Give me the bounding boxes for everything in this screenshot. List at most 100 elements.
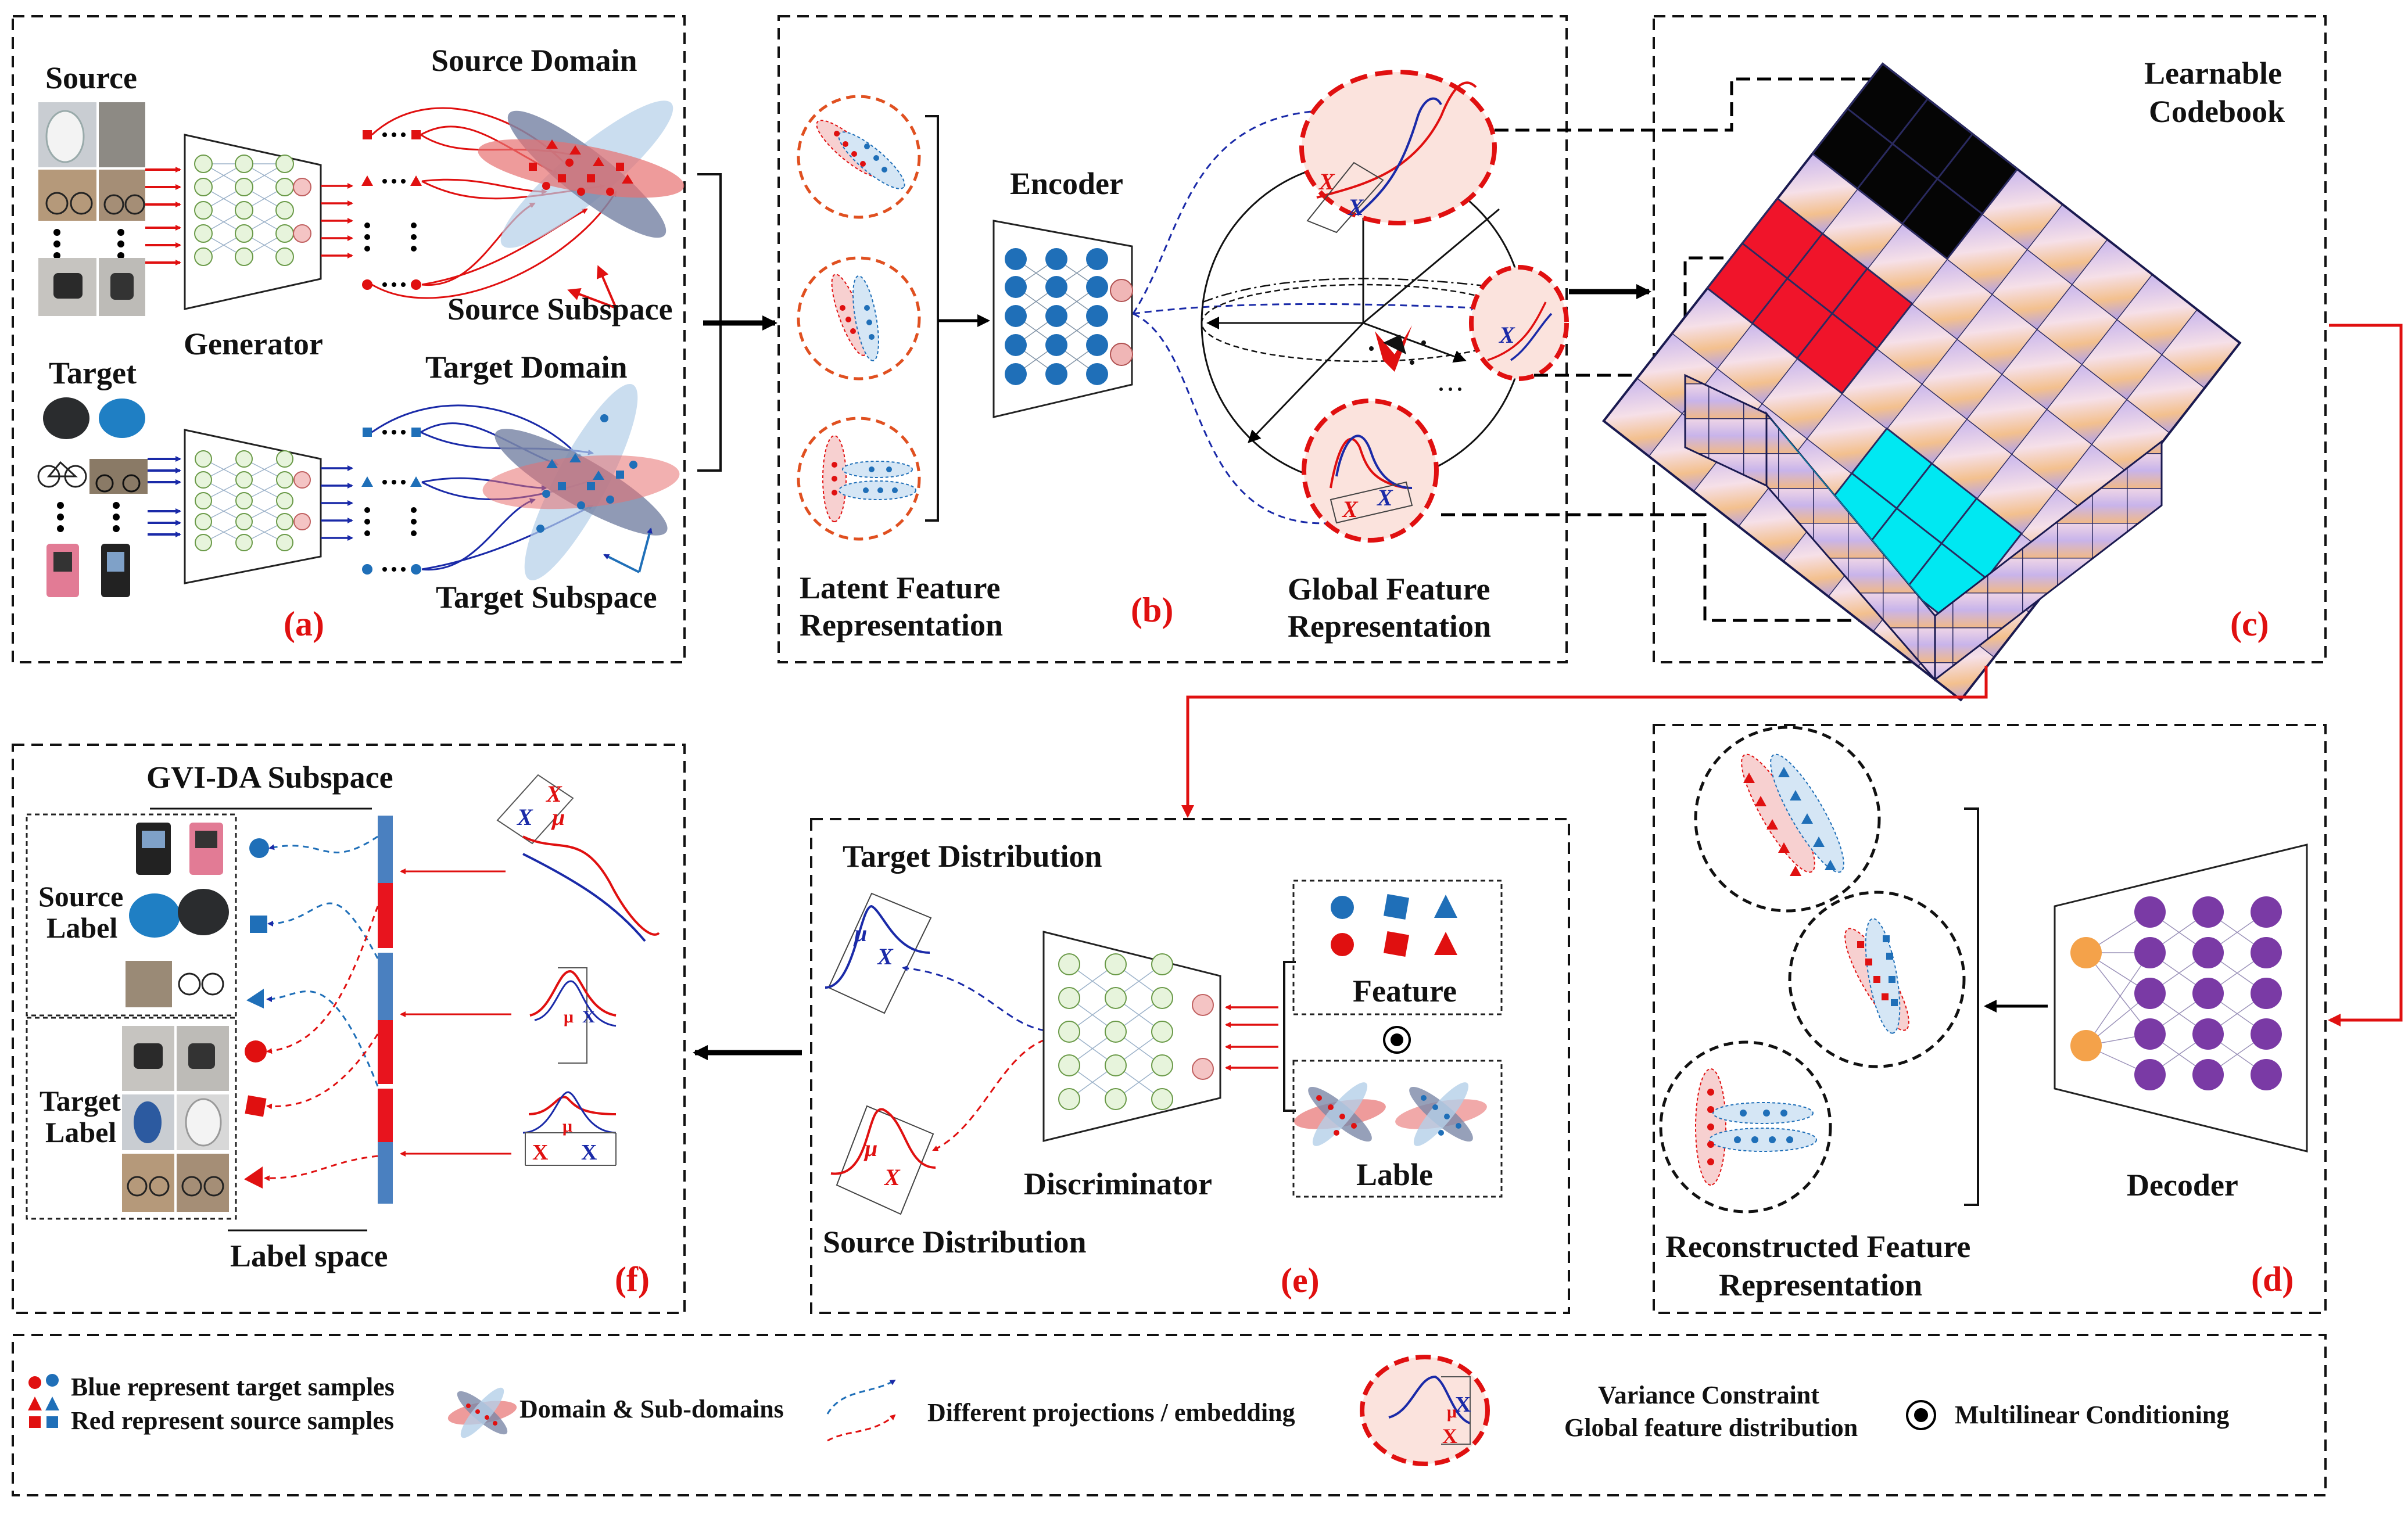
lable-text: Lable bbox=[1356, 1157, 1433, 1192]
global-text-1: Global Feature bbox=[1288, 572, 1490, 606]
codebook-title-2: Codebook bbox=[2149, 94, 2285, 129]
latent-bracket bbox=[925, 115, 939, 522]
label-markers bbox=[244, 838, 269, 1189]
legend-mu: μ bbox=[1447, 1402, 1457, 1422]
legend-x-t: X bbox=[1455, 1392, 1471, 1417]
recon-text-1: Reconstructed Feature bbox=[1665, 1229, 1970, 1264]
source-image-mouse-2 bbox=[99, 102, 145, 167]
f2-x: X bbox=[582, 1007, 595, 1026]
target-dist-curve: μ X bbox=[825, 892, 932, 1014]
f-gauss-2: μ X bbox=[529, 967, 617, 1064]
label-space-bar bbox=[378, 816, 393, 1204]
f-gauss-1: X X μ bbox=[496, 774, 660, 942]
target-domain-ellipses bbox=[482, 383, 680, 581]
legend-multilinear-text: Multilinear Conditioning bbox=[1955, 1401, 2229, 1429]
target-image-mouse-blue bbox=[99, 399, 145, 438]
feature-bracket bbox=[1283, 961, 1296, 1112]
encoder-net bbox=[992, 220, 1133, 418]
latent-feature-circles bbox=[797, 95, 921, 541]
top-x-s1: X bbox=[1318, 168, 1335, 195]
latent-clusters bbox=[816, 120, 916, 522]
source-dist-curve: μ X bbox=[830, 1105, 936, 1215]
source-domain-text: Source Domain bbox=[431, 43, 637, 78]
top-x-t1: X bbox=[1347, 194, 1364, 220]
source-subspace-text: Source Subspace bbox=[447, 292, 673, 326]
target-sample-rows bbox=[361, 428, 422, 575]
reconstructed-circles bbox=[1659, 726, 1966, 1214]
panel-f-frame bbox=[12, 744, 686, 1314]
panel-c-letter: (c) bbox=[2230, 605, 2269, 643]
panel-c-frame bbox=[1653, 15, 2327, 663]
decoder-net bbox=[2054, 843, 2308, 1153]
target-label-text-1: Target bbox=[40, 1085, 121, 1117]
legend-projection-icon bbox=[826, 1379, 896, 1442]
lable-box bbox=[1292, 1060, 1503, 1198]
f1-x-s: X bbox=[545, 781, 562, 807]
global-gauss-right: X bbox=[1469, 265, 1569, 381]
target-label-box bbox=[26, 1017, 237, 1220]
legend-variance-text-2: Global feature distribution bbox=[1564, 1413, 1858, 1442]
target-text: Target bbox=[49, 356, 137, 390]
panel-f: GVI-DA Subspace Source Label Target Labe… bbox=[26, 760, 660, 1298]
latent-text-1: Latent Feature bbox=[800, 570, 1000, 605]
panel-a-letter: (a) bbox=[284, 605, 324, 643]
source-subspace-axes bbox=[567, 265, 617, 309]
cube-bottom-right-face bbox=[1934, 439, 2163, 682]
legend-projections-text: Different projections / embedding bbox=[927, 1398, 1295, 1427]
reconstructed-clusters bbox=[1695, 753, 1909, 1186]
connectors-red bbox=[1181, 324, 2403, 1026]
legend: Blue represent target samples Red repres… bbox=[28, 1355, 2229, 1466]
bottom-x-s2: X bbox=[1341, 496, 1359, 522]
source-domain-ellipses bbox=[478, 100, 685, 248]
f3-mu: μ bbox=[562, 1117, 572, 1136]
legend-x-s: X bbox=[1442, 1424, 1457, 1448]
f-gauss-3: μ X X bbox=[522, 1091, 617, 1166]
codebook-cube bbox=[1601, 62, 2242, 702]
target-subspace-axes bbox=[603, 527, 653, 573]
feature-shapes bbox=[1331, 893, 1457, 957]
panel-d-letter: (d) bbox=[2251, 1260, 2294, 1298]
label-space-text: Label space bbox=[230, 1239, 388, 1273]
source-dist-text: Source Distribution bbox=[823, 1225, 1087, 1259]
legend-variance-text-1: Variance Constraint bbox=[1598, 1381, 1819, 1409]
panel-a: Source bbox=[37, 43, 722, 643]
target-dist-x: X bbox=[876, 943, 894, 970]
legend-sample-icons bbox=[28, 1374, 59, 1428]
panel-b: Latent Feature Representation Encoder bbox=[797, 70, 1569, 644]
global-gauss-top: X X bbox=[1299, 70, 1497, 234]
target-label-images bbox=[122, 1026, 229, 1212]
global-gauss-bottom: X X bbox=[1302, 399, 1439, 543]
panel-e: Target Distribution μ X μ X Source Distr… bbox=[823, 839, 1503, 1300]
panel-e-frame bbox=[810, 818, 1570, 1314]
panel-d-frame bbox=[1653, 724, 2327, 1314]
generator-text: Generator bbox=[184, 326, 323, 361]
recon-text-2: Representation bbox=[1719, 1268, 1922, 1302]
discriminator-text: Discriminator bbox=[1024, 1166, 1212, 1201]
f2-mu: μ bbox=[564, 1007, 574, 1026]
target-generator-net bbox=[184, 429, 322, 584]
panel-frames bbox=[12, 15, 2327, 1496]
source-label-images bbox=[126, 823, 229, 1007]
f1-mu: μ bbox=[551, 804, 565, 830]
f3-x-t2: X bbox=[581, 1140, 597, 1165]
bottom-x-t2: X bbox=[1376, 484, 1393, 511]
panel-f-letter: (f) bbox=[615, 1260, 650, 1298]
vertical-dots-source bbox=[53, 229, 124, 259]
lable-shapes bbox=[1294, 1082, 1487, 1146]
legend-frame bbox=[12, 1334, 2327, 1496]
target-image-mouse-black bbox=[43, 397, 89, 439]
feature-text: Feature bbox=[1353, 974, 1457, 1008]
global-text-2: Representation bbox=[1288, 609, 1491, 644]
source-label-text-1: Source bbox=[38, 880, 123, 913]
panel-e-letter: (e) bbox=[1281, 1261, 1320, 1300]
target-label-text-2: Label bbox=[45, 1116, 116, 1148]
legend-domain-icon bbox=[447, 1387, 517, 1438]
decoder-text: Decoder bbox=[2127, 1168, 2238, 1202]
legend-blue-text: Blue represent target samples bbox=[71, 1373, 395, 1401]
panel-b-letter: (b) bbox=[1131, 591, 1173, 629]
source-label-text-2: Label bbox=[46, 911, 117, 944]
legend-variance-icon: μ X X bbox=[1360, 1355, 1490, 1466]
reconstructed-bracket bbox=[1964, 807, 1979, 1206]
f3-x-s2: X bbox=[532, 1140, 548, 1165]
source-dist-mu: μ bbox=[863, 1135, 877, 1161]
